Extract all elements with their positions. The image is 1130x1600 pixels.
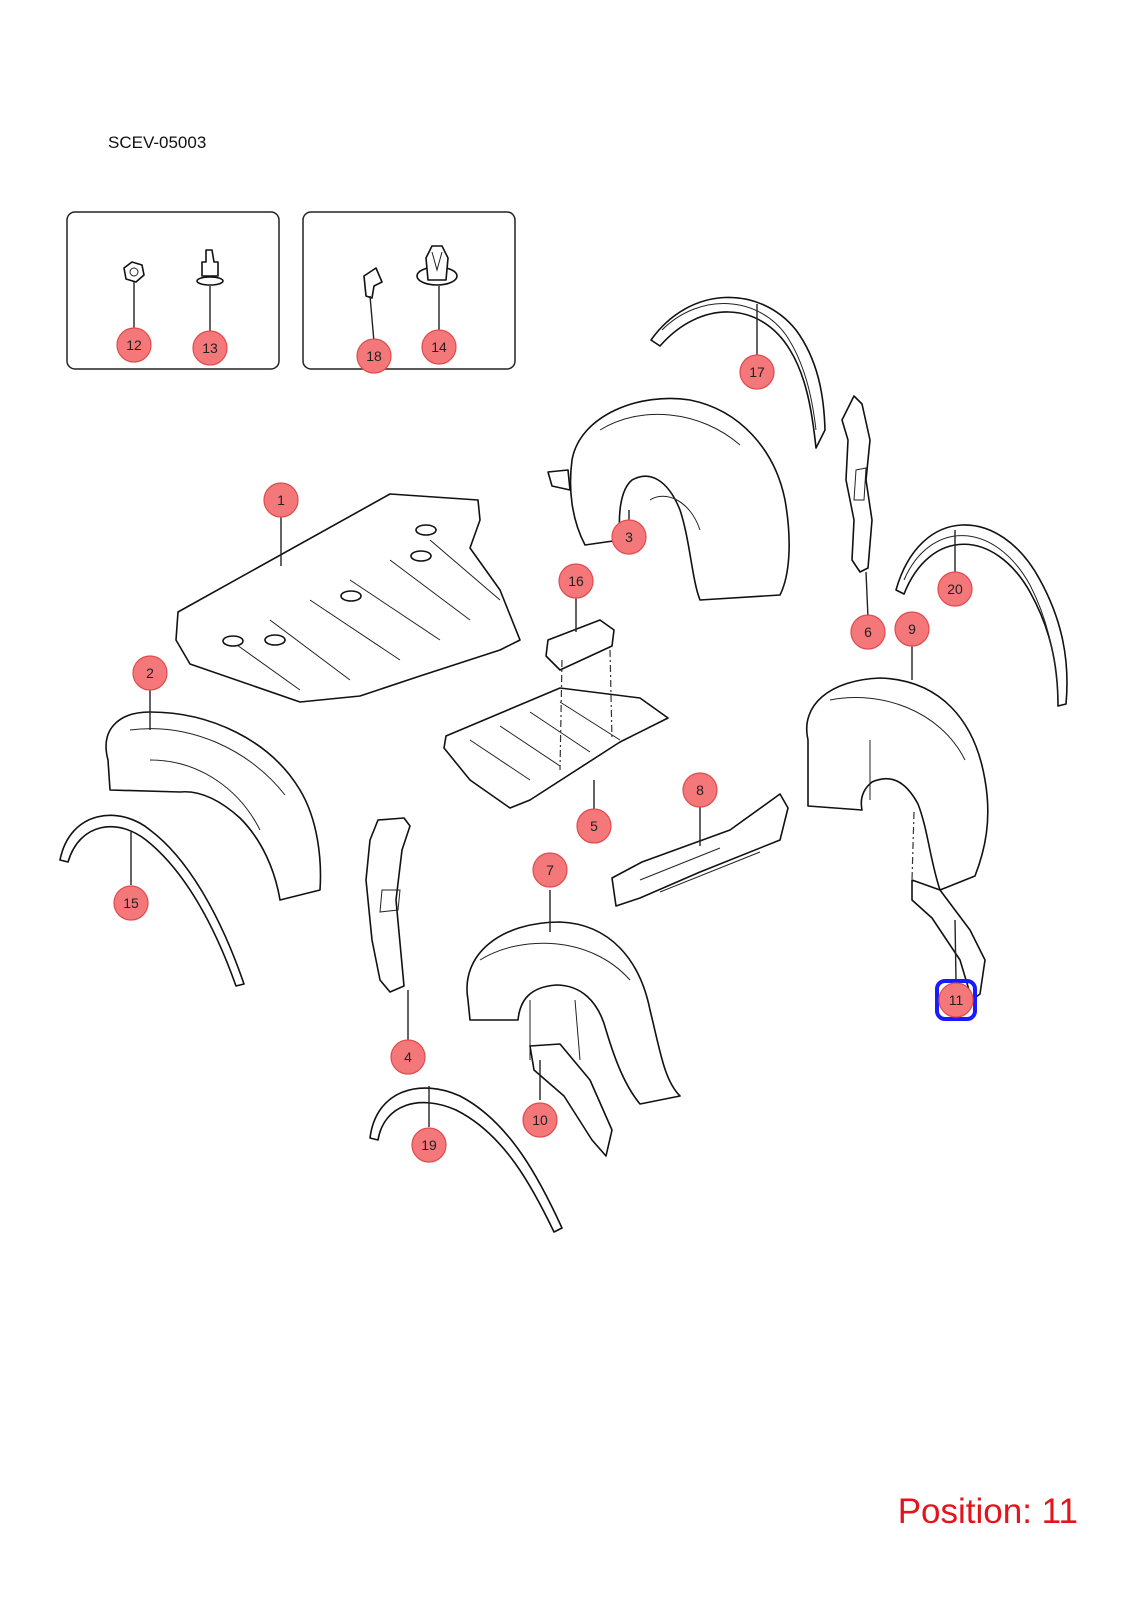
callout-circle[interactable] xyxy=(532,852,568,888)
callout-circle[interactable] xyxy=(850,614,886,650)
callout-circle[interactable] xyxy=(421,329,457,365)
callout-label: 6 xyxy=(864,624,872,640)
part-4-bracket xyxy=(365,817,411,993)
callout-11[interactable]: 11 xyxy=(935,979,977,1021)
part-16-bracket xyxy=(545,619,615,671)
callout-3[interactable]: 3 xyxy=(611,519,647,555)
part-17-arch xyxy=(650,296,826,449)
part-10-splash xyxy=(529,1043,613,1157)
callout-label: 9 xyxy=(908,621,916,637)
position-readout: Position: 11 xyxy=(897,1492,1078,1531)
callout-circle[interactable] xyxy=(558,563,594,599)
callout-label: 10 xyxy=(532,1112,548,1128)
part-20-arch xyxy=(895,524,1068,707)
callout-circle[interactable] xyxy=(116,327,152,363)
callout-label: 18 xyxy=(366,348,382,364)
callout-circle[interactable] xyxy=(192,330,228,366)
callout-circle[interactable] xyxy=(356,338,392,374)
part-2-liner xyxy=(105,711,322,901)
callout-circle[interactable] xyxy=(411,1127,447,1163)
callout-14[interactable]: 14 xyxy=(421,329,457,365)
callout-8[interactable]: 8 xyxy=(682,772,718,808)
callout-circle[interactable] xyxy=(522,1102,558,1138)
callout-circle[interactable] xyxy=(611,519,647,555)
callout-label: 11 xyxy=(949,992,964,1008)
part-14-clip xyxy=(416,245,458,286)
callout-circle[interactable] xyxy=(132,655,168,691)
callout-1[interactable]: 1 xyxy=(263,482,299,518)
callout-18[interactable]: 18 xyxy=(356,338,392,374)
callout-label: 1 xyxy=(277,492,285,508)
part-15-arch xyxy=(59,814,245,987)
callout-19[interactable]: 19 xyxy=(411,1127,447,1163)
callout-label: 12 xyxy=(126,337,142,353)
callout-4[interactable]: 4 xyxy=(390,1039,426,1075)
part-9-liner xyxy=(805,677,989,891)
callout-15[interactable]: 15 xyxy=(113,885,149,921)
selected-callout-highlight xyxy=(935,979,977,1021)
callout-5[interactable]: 5 xyxy=(576,808,612,844)
callout-2[interactable]: 2 xyxy=(132,655,168,691)
part-19-arch xyxy=(369,1087,563,1233)
callout-label: 16 xyxy=(568,573,584,589)
part-13-clip xyxy=(196,249,224,286)
callout-label: 19 xyxy=(421,1137,437,1153)
callout-12[interactable]: 12 xyxy=(116,327,152,363)
diagram-code: SCEV-05003 xyxy=(108,133,207,152)
part-18-bracket xyxy=(363,267,383,299)
callout-20[interactable]: 20 xyxy=(937,571,973,607)
part-12-nut xyxy=(123,261,145,283)
part-3-liner xyxy=(569,397,790,601)
callout-circle[interactable] xyxy=(739,354,775,390)
callout-label: 5 xyxy=(590,818,598,834)
part-6-bracket xyxy=(841,395,873,573)
part-5-undertray xyxy=(443,687,669,809)
callout-label: 14 xyxy=(431,339,447,355)
callout-label: 7 xyxy=(546,862,554,878)
callout-9[interactable]: 9 xyxy=(894,611,930,647)
callout-circle[interactable] xyxy=(576,808,612,844)
callout-16[interactable]: 16 xyxy=(558,563,594,599)
callout-label: 3 xyxy=(625,529,633,545)
callout-13[interactable]: 13 xyxy=(192,330,228,366)
callout-label: 17 xyxy=(749,364,765,380)
callout-circle[interactable] xyxy=(937,571,973,607)
callout-circle[interactable] xyxy=(682,772,718,808)
callout-label: 2 xyxy=(146,665,154,681)
callout-17[interactable]: 17 xyxy=(739,354,775,390)
callout-circle[interactable] xyxy=(390,1039,426,1075)
callout-label: 8 xyxy=(696,782,704,798)
callout-label: 13 xyxy=(202,340,218,356)
callout-label: 4 xyxy=(404,1049,412,1065)
callout-label: 15 xyxy=(123,895,139,911)
callout-label: 20 xyxy=(947,581,963,597)
part-7-liner xyxy=(466,921,681,1105)
callout-7[interactable]: 7 xyxy=(532,852,568,888)
callout-10[interactable]: 10 xyxy=(522,1102,558,1138)
callout-circle[interactable] xyxy=(263,482,299,518)
callout-circle[interactable] xyxy=(938,982,974,1018)
callout-6[interactable]: 6 xyxy=(850,614,886,650)
callout-circle[interactable] xyxy=(113,885,149,921)
part-8-bracket xyxy=(611,793,789,907)
fastener-box-right xyxy=(302,211,516,370)
fastener-box-left xyxy=(66,211,280,370)
callout-circle[interactable] xyxy=(894,611,930,647)
